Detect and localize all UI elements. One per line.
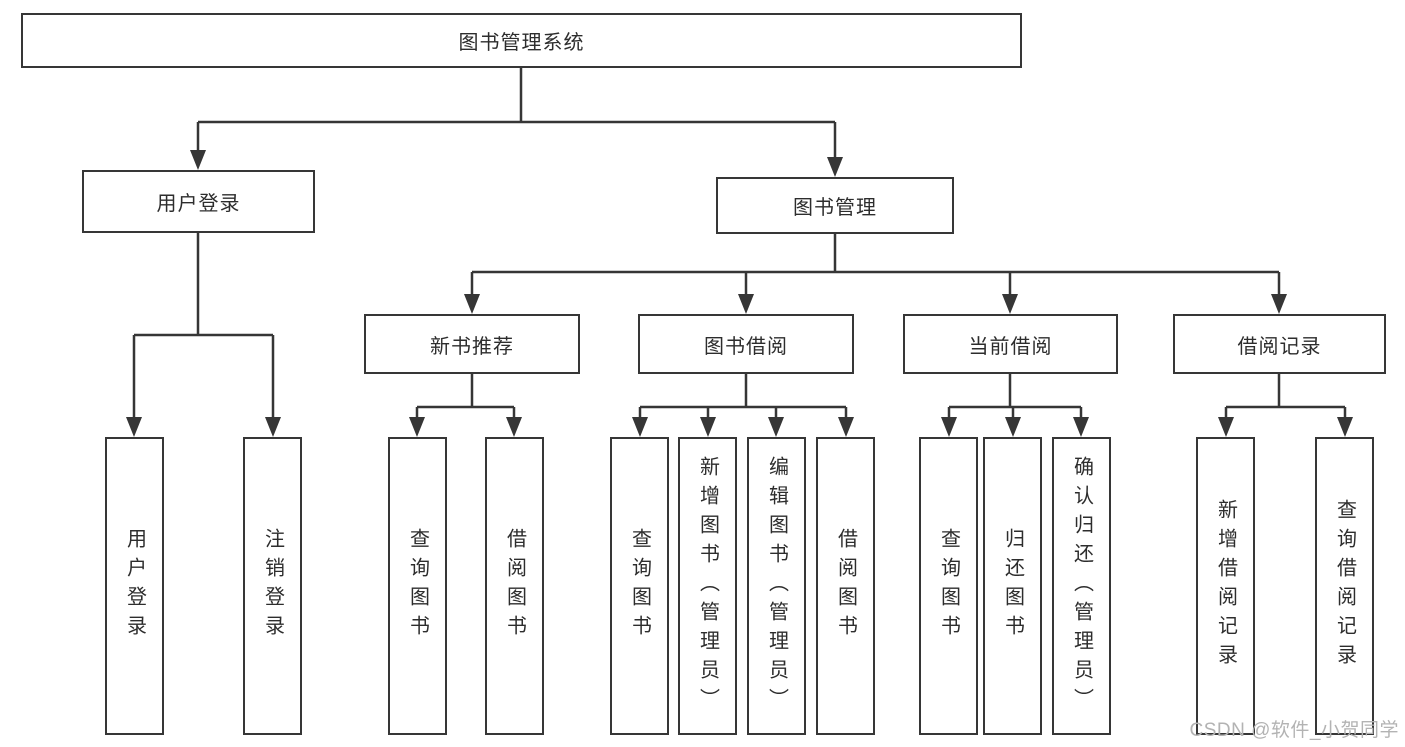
node-label: 查询图书 bbox=[937, 528, 960, 644]
leaf-logout: 注销登录 bbox=[243, 437, 302, 735]
node-new-book-recommend: 新书推荐 bbox=[364, 314, 580, 374]
node-label: 查询借阅记录 bbox=[1333, 499, 1356, 673]
arrowhead-leaf-d3 bbox=[1073, 417, 1089, 437]
node-label: 查询图书 bbox=[406, 528, 429, 644]
arrowhead-leaf-e2 bbox=[1337, 417, 1353, 437]
leaf-query-book-recommend: 查询图书 bbox=[388, 437, 447, 735]
arrowhead-cur-borrow bbox=[1002, 294, 1018, 314]
node-label: 确认归还（管理员） bbox=[1070, 455, 1093, 717]
arrowhead-leaf-d2 bbox=[1005, 417, 1021, 437]
arrowhead-borrow-rec bbox=[1271, 294, 1287, 314]
arrowhead-leaf-a1 bbox=[126, 417, 142, 437]
leaf-user-login: 用户登录 bbox=[105, 437, 164, 735]
leaf-borrow-book-recommend: 借阅图书 bbox=[485, 437, 544, 735]
node-book-management: 图书管理 bbox=[716, 177, 954, 234]
arrowhead-leaf-c4 bbox=[838, 417, 854, 437]
arrowhead-leaf-c3 bbox=[768, 417, 784, 437]
arrowhead-leaf-a2 bbox=[265, 417, 281, 437]
node-system-root: 图书管理系统 bbox=[21, 13, 1022, 68]
node-book-borrow: 图书借阅 bbox=[638, 314, 854, 374]
node-label: 新书推荐 bbox=[430, 335, 514, 358]
arrowhead-leaf-c2 bbox=[700, 417, 716, 437]
arrowhead-leaf-c1 bbox=[632, 417, 648, 437]
node-label: 当前借阅 bbox=[968, 335, 1053, 358]
node-label: 图书管理 bbox=[793, 197, 877, 219]
arrowhead-user-login bbox=[190, 150, 206, 170]
leaf-query-book-current: 查询图书 bbox=[919, 437, 978, 735]
arrowhead-leaf-e1 bbox=[1218, 417, 1234, 437]
node-label: 借阅图书 bbox=[503, 528, 526, 644]
leaf-query-borrow-record: 查询借阅记录 bbox=[1315, 437, 1374, 735]
node-label: 用户登录 bbox=[123, 528, 146, 644]
edge-book-mgmt-spine bbox=[472, 234, 1279, 274]
arrowhead-new-book-rec bbox=[464, 294, 480, 314]
leaf-borrow-book: 借阅图书 bbox=[816, 437, 875, 735]
node-label: 编辑图书（管理员） bbox=[765, 455, 788, 717]
arrowhead-book-mgmt bbox=[827, 157, 843, 177]
arrowhead-leaf-d1 bbox=[941, 417, 957, 437]
node-user-login: 用户登录 bbox=[82, 170, 315, 233]
edge-new-book-rec-spine bbox=[417, 374, 514, 409]
node-label: 图书管理系统 bbox=[458, 32, 585, 54]
node-label: 归还图书 bbox=[1001, 528, 1024, 644]
node-label: 用户登录 bbox=[156, 193, 241, 215]
leaf-query-book-borrow: 查询图书 bbox=[610, 437, 669, 735]
node-label: 借阅记录 bbox=[1237, 335, 1322, 358]
arrowhead-leaf-b2 bbox=[506, 417, 522, 437]
leaf-add-borrow-record: 新增借阅记录 bbox=[1196, 437, 1255, 735]
leaf-return-book: 归还图书 bbox=[983, 437, 1042, 735]
node-label: 图书借阅 bbox=[704, 335, 788, 358]
edge-cur-borrow-spine bbox=[949, 374, 1081, 409]
leaf-add-book-admin: 新增图书（管理员） bbox=[678, 437, 737, 735]
arrowhead-book-borrow bbox=[738, 294, 754, 314]
node-label: 新增借阅记录 bbox=[1214, 499, 1237, 673]
arrowhead-leaf-b1 bbox=[409, 417, 425, 437]
node-borrow-record: 借阅记录 bbox=[1173, 314, 1386, 374]
leaf-confirm-return-admin: 确认归还（管理员） bbox=[1052, 437, 1111, 735]
leaf-edit-book-admin: 编辑图书（管理员） bbox=[747, 437, 806, 735]
node-label: 借阅图书 bbox=[834, 528, 857, 644]
edge-root-spine bbox=[198, 68, 835, 124]
edge-user-login-spine bbox=[134, 233, 273, 337]
edge-book-borrow-spine bbox=[640, 374, 846, 409]
node-label: 新增图书（管理员） bbox=[696, 455, 719, 717]
watermark-text: CSDN @软件_小贺同学 bbox=[1189, 720, 1399, 741]
node-label: 注销登录 bbox=[261, 528, 284, 644]
edge-borrow-rec-spine bbox=[1226, 374, 1345, 409]
node-current-borrow: 当前借阅 bbox=[903, 314, 1118, 374]
node-label: 查询图书 bbox=[628, 528, 651, 644]
